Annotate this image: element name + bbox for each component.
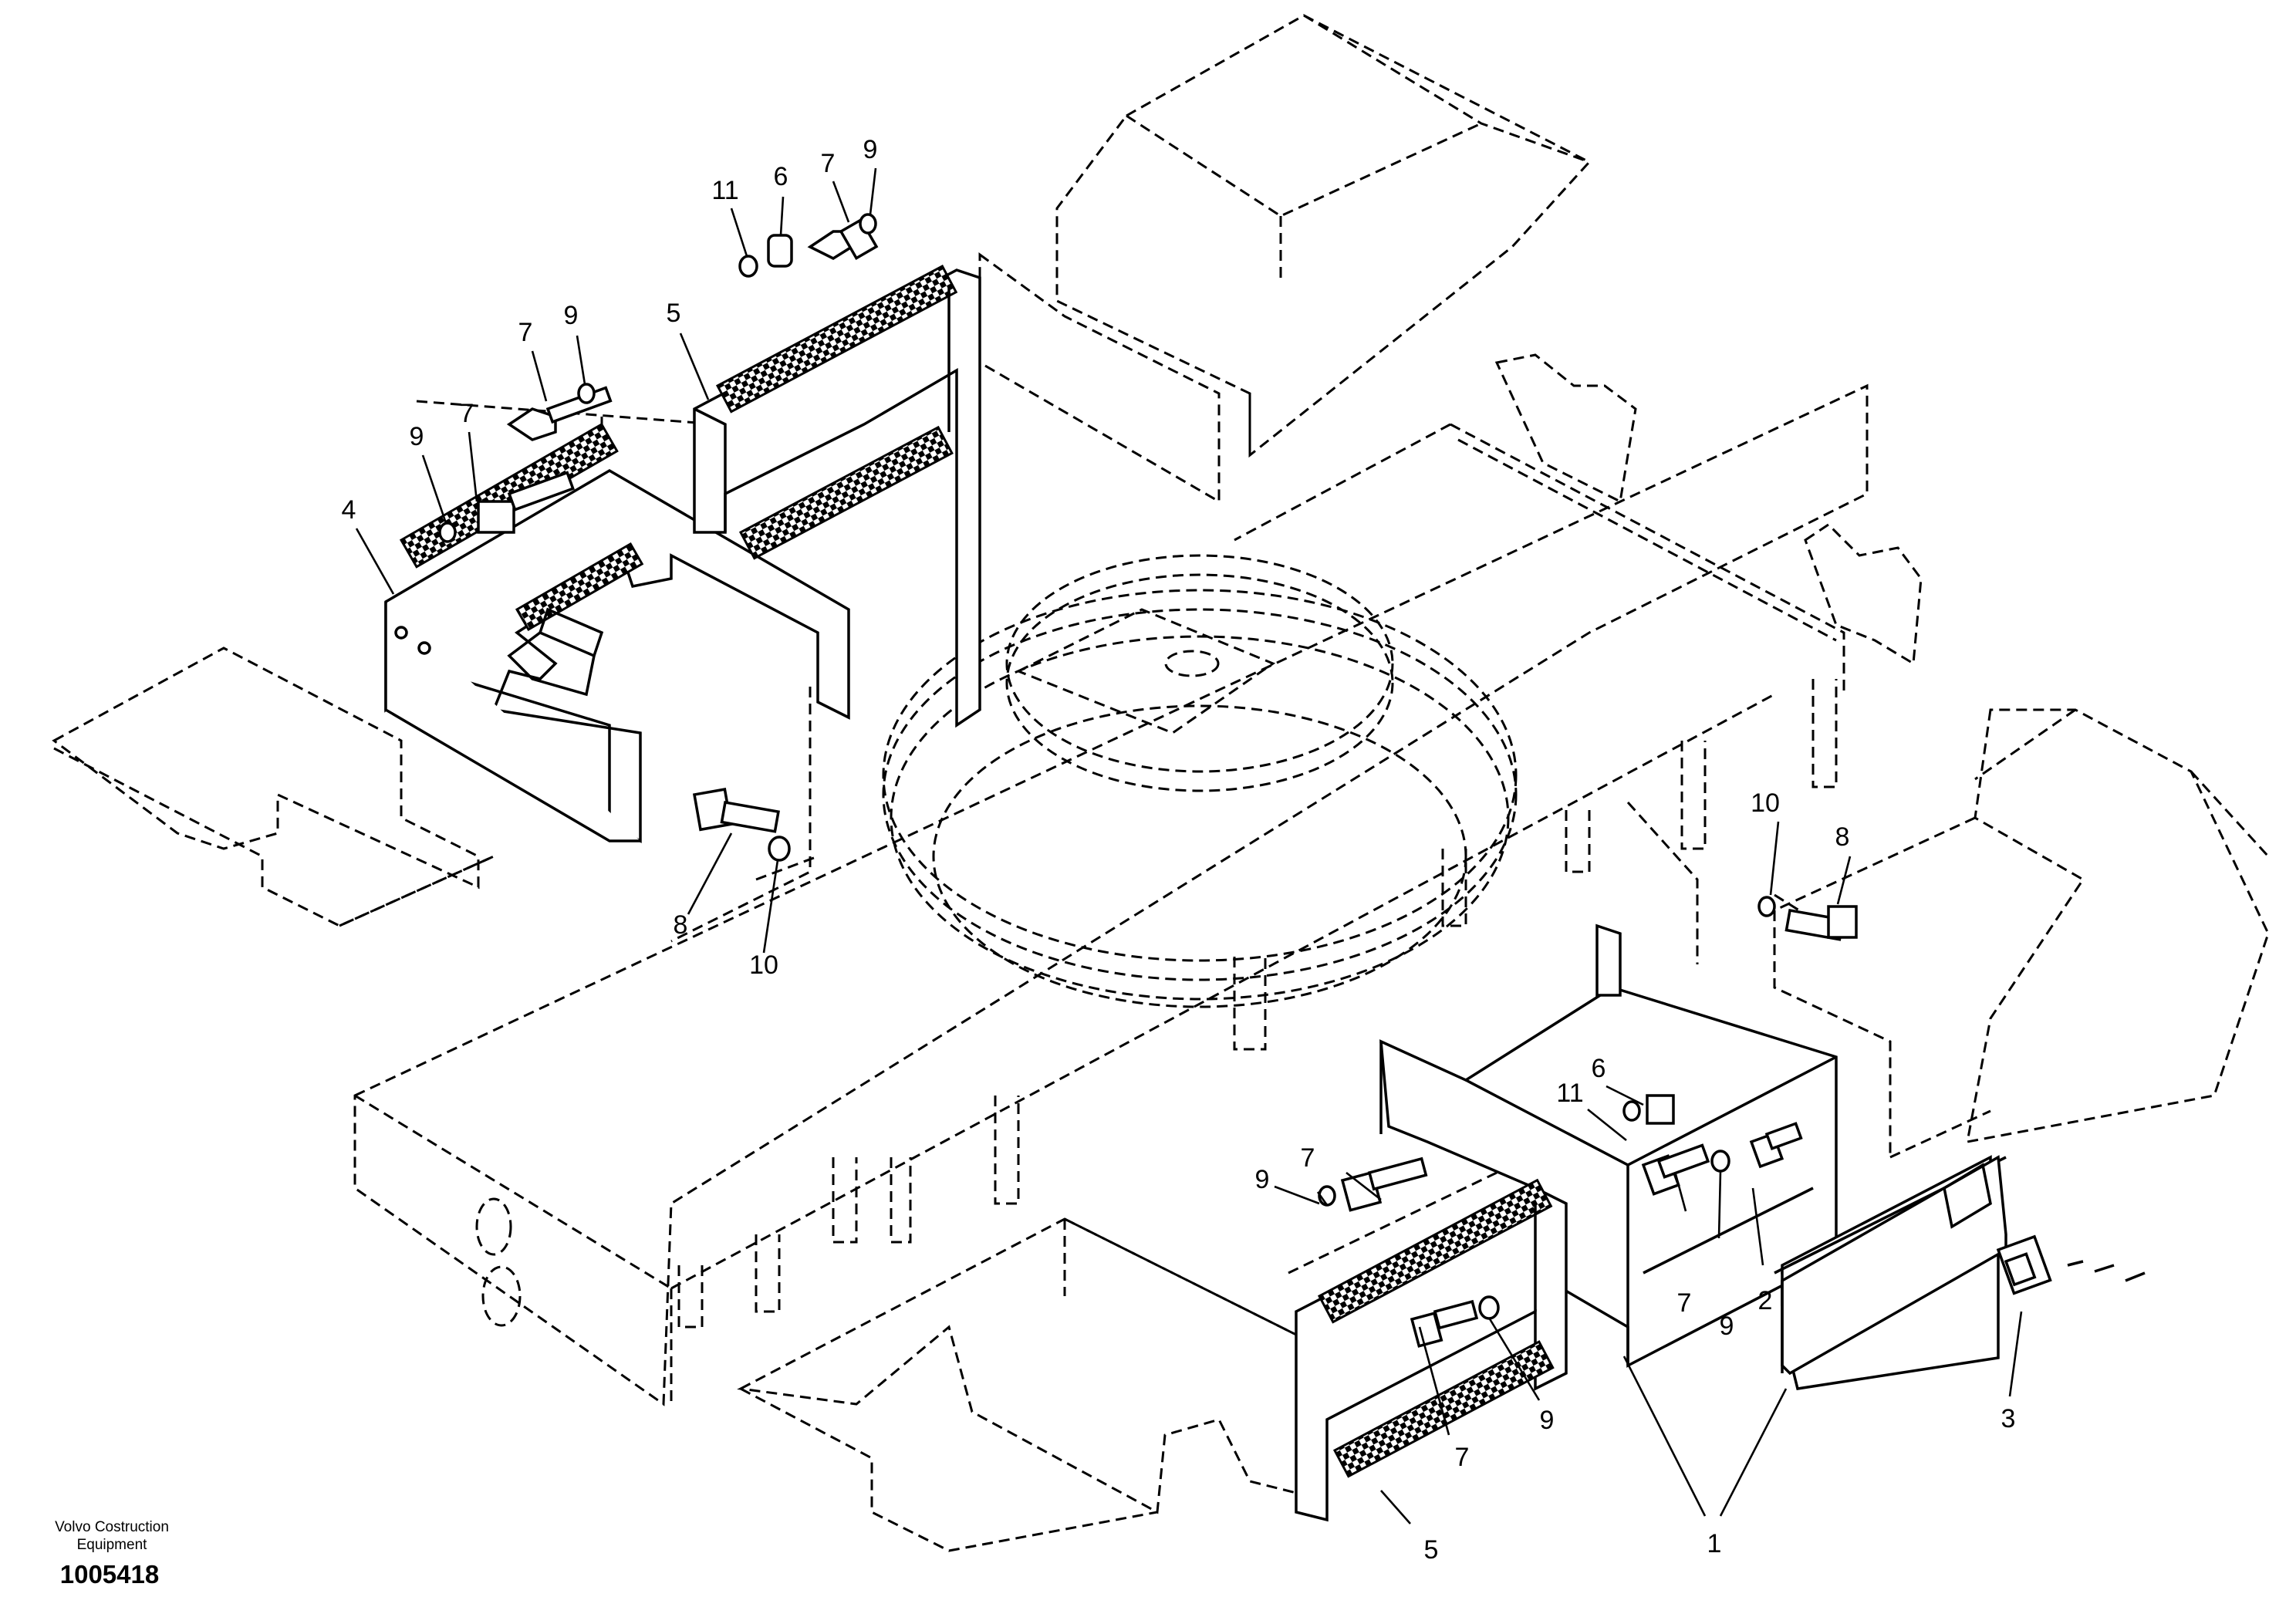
- callout-leaders: [355, 167, 2023, 1524]
- callout-7-upper-right: 7: [821, 149, 836, 178]
- callout-10-right: 10: [1751, 788, 1780, 818]
- machine-frame-outline: [52, 14, 2270, 1552]
- callout-11-upper: 11: [711, 176, 738, 205]
- callout-labels: 11 6 7 9 5 7 9 7 9 4 8 10 10 8 6 11 7 9 …: [342, 135, 2016, 1565]
- figure-credit: Volvo Costruction Equipment 1005418: [55, 1519, 169, 1589]
- step-part-5-lower: [1295, 1178, 1568, 1522]
- bracket-part-4: [384, 422, 850, 843]
- callout-2: 2: [1758, 1286, 1773, 1315]
- callout-5-lower: 5: [1424, 1535, 1439, 1565]
- latch-part-3: [1996, 1234, 2146, 1295]
- callout-7-step: 7: [1301, 1143, 1315, 1173]
- callout-5-upper: 5: [667, 299, 681, 328]
- callout-8-left: 8: [674, 910, 688, 940]
- callout-10-left: 10: [749, 950, 778, 980]
- callout-7-left: 7: [460, 399, 474, 428]
- callout-3: 3: [2001, 1404, 2016, 1433]
- callout-7-box: 7: [1677, 1288, 1692, 1318]
- credit-line-1: Volvo Costruction: [55, 1519, 169, 1535]
- callout-7-lower-step: 7: [1455, 1443, 1470, 1472]
- callout-4: 4: [342, 495, 356, 525]
- callout-7-upper-mid: 7: [518, 318, 533, 347]
- step-part-5-upper: [693, 265, 981, 728]
- callout-11-lower: 11: [1556, 1079, 1583, 1108]
- callout-9-lower-step: 9: [1540, 1406, 1555, 1435]
- callout-1: 1: [1707, 1529, 1722, 1558]
- callout-9-step: 9: [1255, 1165, 1270, 1194]
- callout-8-right: 8: [1835, 822, 1850, 852]
- credit-line-2: Equipment: [77, 1537, 148, 1553]
- callout-9-box: 9: [1720, 1312, 1734, 1341]
- callout-9-upper-mid: 9: [564, 301, 579, 330]
- figure-id: 1005418: [60, 1560, 159, 1589]
- callout-6-lower: 6: [1592, 1054, 1606, 1083]
- callout-6-upper: 6: [774, 162, 788, 191]
- callout-9-left: 9: [410, 422, 424, 451]
- callout-9-upper-right: 9: [863, 135, 878, 164]
